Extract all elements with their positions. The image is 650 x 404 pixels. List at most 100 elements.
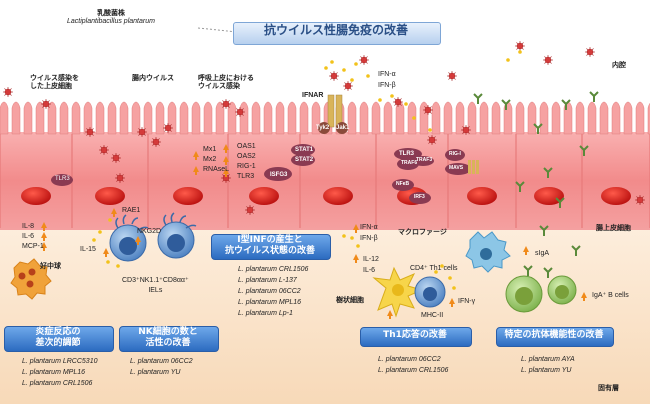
neutrophil-label: 好中球 — [40, 262, 61, 270]
increase-arrow-icon — [523, 246, 529, 255]
lamina-propria-label: 固有層 — [598, 384, 619, 392]
microvillus — [71, 101, 81, 135]
microvillus — [23, 101, 33, 135]
probiotic-dot — [342, 234, 346, 238]
siga-label: sIgA — [535, 250, 550, 257]
microvillus — [407, 101, 417, 135]
microvillus — [551, 101, 561, 135]
increase-arrow-icon — [449, 298, 455, 307]
mhc-label: MHC-II — [421, 312, 444, 319]
ifn-top-label: IFN-α IFN-β — [378, 71, 396, 89]
rae1-label: RAE1 — [122, 207, 141, 214]
increase-arrow-icon — [193, 166, 199, 175]
microvillus — [587, 101, 597, 135]
stat2-label: STAT2 — [295, 157, 314, 163]
increase-arrow-icon — [353, 224, 359, 233]
irf3-label: IRF3 — [414, 194, 425, 200]
strain-item: L. plantarum YU — [130, 369, 181, 376]
virus-icon — [427, 135, 437, 145]
microvillus — [215, 101, 225, 135]
probiotic-dot — [342, 68, 346, 72]
microvillus — [287, 101, 297, 135]
panel-ifn-heading: Ⅰ型INFの産生と 抗ウイルス状態の改善 — [224, 235, 315, 256]
microvillus — [107, 101, 117, 135]
virus-icon — [447, 71, 457, 81]
th1-label: CD4⁺ Th1 cells — [410, 265, 458, 272]
virus-icon — [85, 127, 95, 137]
rigi-label: RIG-I — [449, 151, 461, 157]
increase-arrow-icon — [41, 242, 47, 251]
probiotic-dot — [506, 58, 510, 62]
nucleus — [467, 187, 497, 205]
virus-icon — [221, 99, 231, 109]
panel-th1-box — [360, 327, 472, 347]
strain-item: L. plantarum LRCC5310 — [22, 358, 98, 365]
neutrophil-cell — [10, 258, 52, 300]
virus-icon — [163, 123, 173, 133]
virus-icon — [329, 71, 339, 81]
microvillus — [635, 101, 645, 135]
microvillus — [35, 101, 45, 135]
microvillus — [263, 101, 273, 135]
oas-group-label: OAS1 OAS2 RIG-1 TLR3 — [237, 143, 256, 180]
microvillus — [419, 101, 429, 135]
nfkb-label: NFκB — [396, 181, 410, 187]
macrophage-cell — [465, 231, 511, 273]
strain-item: L. plantarum CRL1506 — [238, 266, 309, 273]
tyk2-label: Tyk2 — [316, 125, 330, 131]
antibody-icon — [571, 245, 581, 256]
strain-item: L. plantarum MPL16 — [22, 369, 86, 376]
virus-icon — [585, 47, 595, 57]
probiotic-dot — [356, 244, 360, 248]
panel-inflammation-strains: L. plantarum LRCC5310 L. plantarum MPL16… — [22, 356, 98, 389]
strain-item: L. plantarum CRL1506 — [378, 367, 449, 374]
strain-item: L. plantarum MPL16 — [238, 299, 302, 306]
mavs-label: MAVS — [449, 165, 464, 171]
microvilli — [0, 101, 21, 135]
probiotic-dot — [350, 236, 354, 240]
microvillus — [515, 101, 525, 135]
panel-ifn-box — [211, 234, 331, 260]
microvillus — [575, 101, 585, 135]
probiotic-dot — [428, 128, 432, 132]
ifn-mid-label: IFN-α IFN-β — [360, 224, 378, 242]
b-cells — [505, 275, 577, 313]
strain-item: L. plantarum 06CC2 — [378, 356, 441, 363]
increase-arrow-icon — [193, 151, 199, 160]
microvillus — [611, 101, 621, 135]
probiotic-dot — [366, 74, 370, 78]
virus-icon — [245, 205, 255, 215]
increase-arrow-icon — [223, 156, 229, 165]
microvillus — [491, 101, 501, 135]
virus-icon — [235, 107, 245, 117]
probiotic-dot — [106, 260, 110, 264]
microvillus — [395, 101, 405, 135]
probiotic-dot — [390, 94, 394, 98]
nucleus — [323, 187, 353, 205]
virus-icon — [343, 81, 353, 91]
panel-th1-strains: L. plantarum 06CC2 L. plantarum CRL1506 — [378, 354, 448, 376]
microvillus — [239, 101, 249, 135]
diagram-title: 抗ウイルス性腸免疫の改善 — [263, 23, 408, 37]
nucleus — [249, 187, 279, 205]
ifnar-label: IFNAR — [302, 92, 324, 99]
microvillus — [179, 101, 189, 135]
microvillus — [527, 101, 537, 135]
probiotic-dot — [412, 116, 416, 120]
increase-arrow-icon — [41, 232, 47, 241]
panel-antibody-strains: L. plantarum AYA L. plantarum YU — [521, 354, 575, 376]
virus-icon — [461, 125, 471, 135]
microvillus — [431, 101, 441, 135]
panel-th1-heading: Th1応答の改善 — [383, 330, 447, 340]
dendritic-label: 樹状細胞 — [336, 296, 364, 304]
probiotic-dot — [434, 270, 438, 274]
ifnar-receptor — [264, 94, 348, 181]
increase-arrow-icon — [581, 292, 587, 301]
virus-icon — [115, 173, 125, 183]
probiotic-dot — [440, 264, 444, 268]
antibody-icon — [543, 167, 553, 178]
iel-label: CD3⁺NK1.1⁺CD8αα⁺ IELs — [122, 277, 189, 294]
strain-item: L. plantarum 06CC2 — [130, 358, 193, 365]
microvillus — [203, 101, 213, 135]
tlr3-right-label: TLR3 — [399, 151, 414, 157]
